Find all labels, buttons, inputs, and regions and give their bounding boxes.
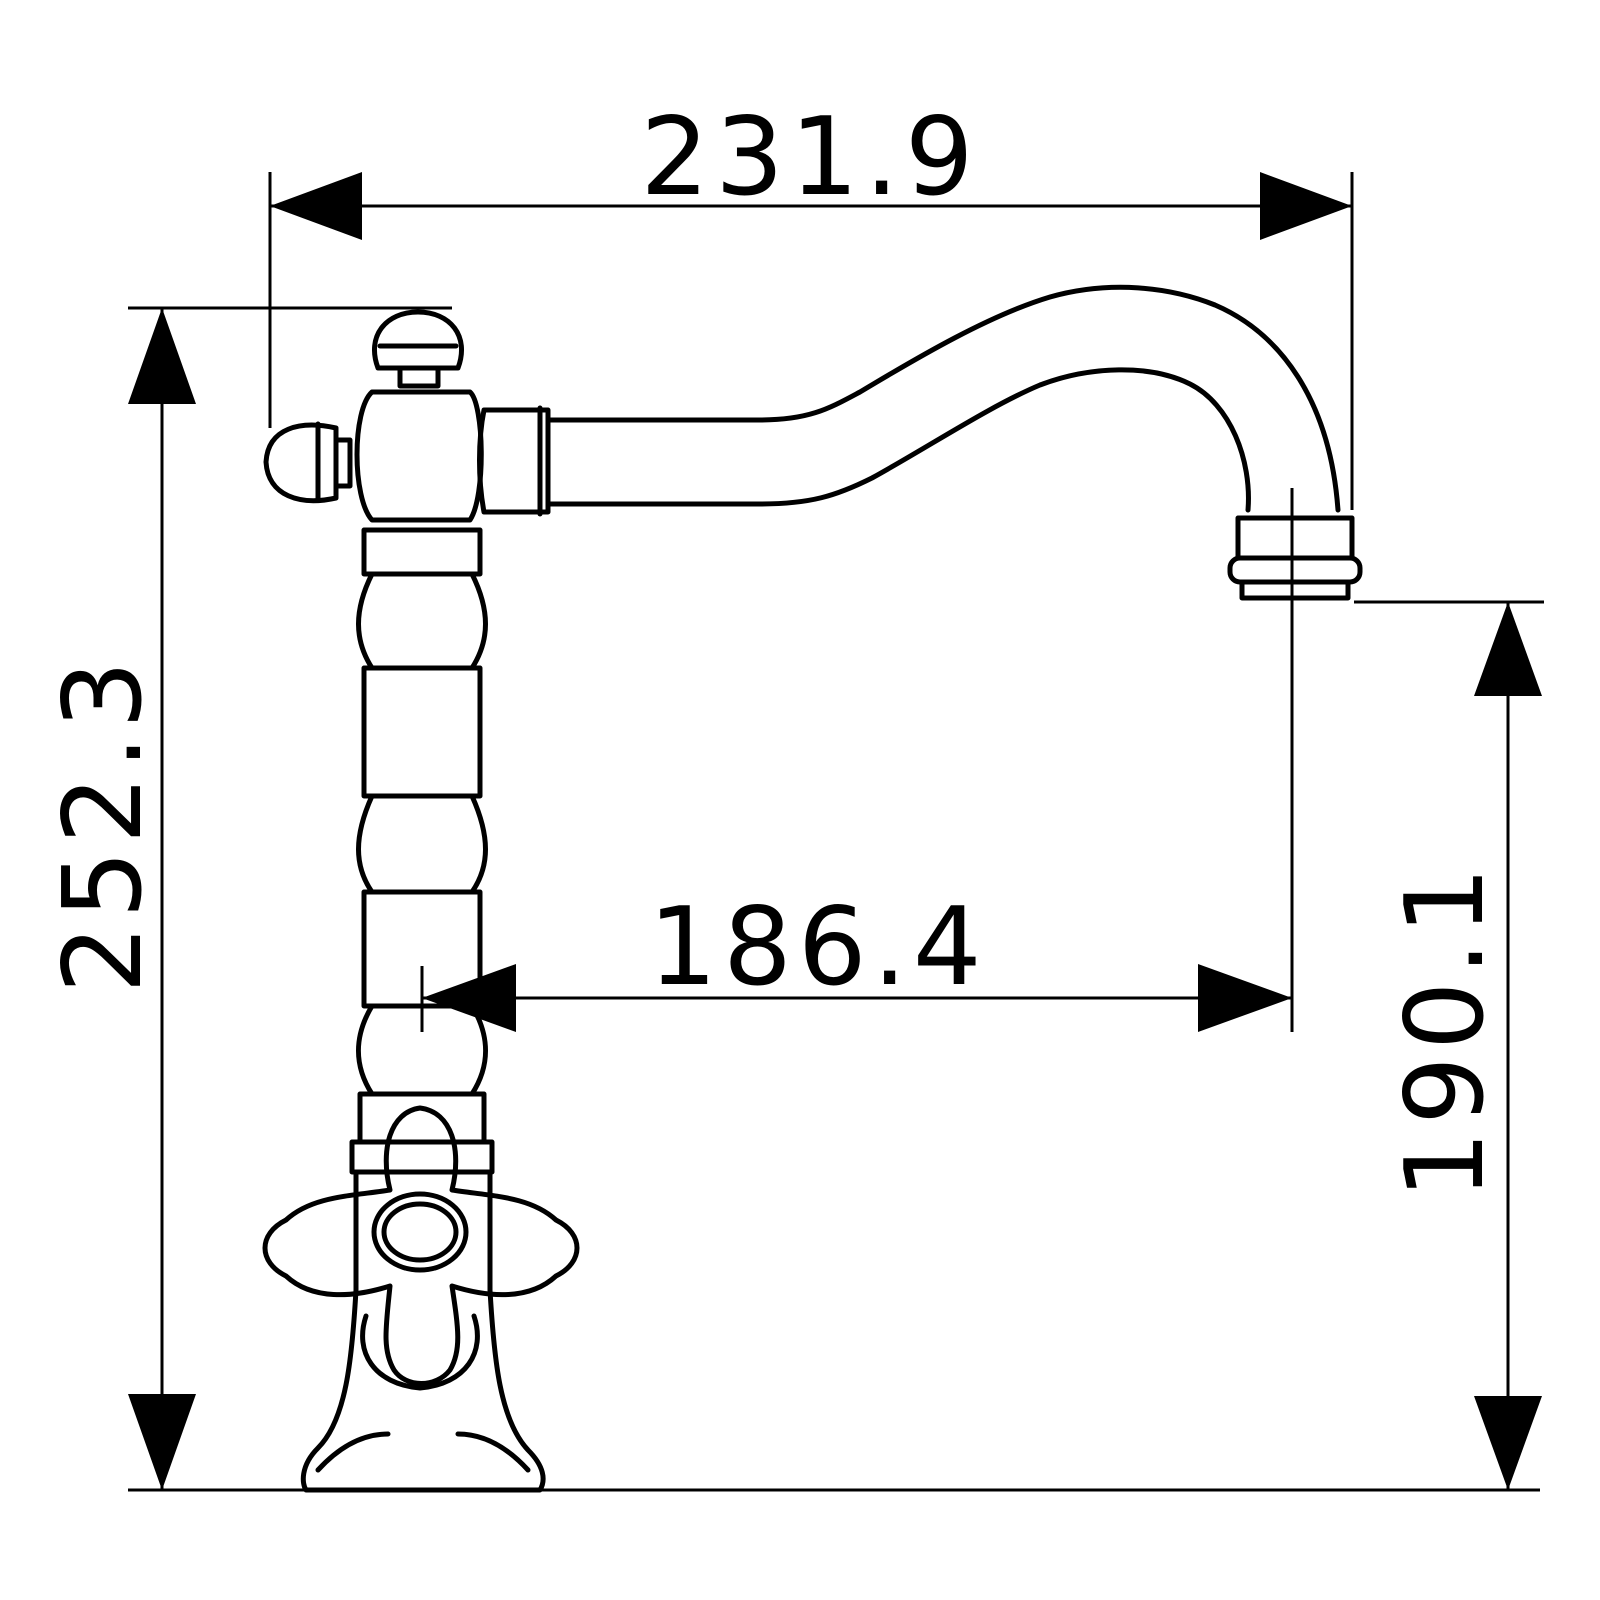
arrow-left [270, 172, 362, 240]
arrow-reach-right [1198, 964, 1292, 1032]
spout-collar [477, 407, 551, 515]
label-overall-height: 252.3 [41, 654, 166, 993]
aerator [1235, 515, 1355, 561]
side-knob [263, 422, 339, 504]
arrow-bottom [128, 1394, 196, 1490]
column-bulge-2 [356, 793, 488, 895]
column-band-1 [361, 665, 483, 799]
dimension-spout-reach: 186.4 [420, 488, 1294, 1032]
valve-housing [354, 389, 484, 523]
dimension-overall-height: 252.3 [41, 306, 1540, 1492]
arrow-spout-bottom [1474, 1396, 1542, 1490]
column-ring-top [361, 527, 483, 577]
faucet-body [262, 284, 1363, 1493]
arrow-spout-top [1474, 602, 1542, 696]
arrow-reach-left [422, 964, 516, 1032]
label-spout-reach: 186.4 [648, 885, 987, 1010]
top-knob [371, 309, 465, 371]
column-bulge-1 [356, 571, 488, 671]
spout-inner-contour [545, 367, 1251, 513]
spout [545, 284, 1341, 513]
faucet-base [300, 1169, 546, 1493]
arrow-right [1260, 172, 1352, 240]
arrow-top [128, 308, 196, 404]
dimension-overall-width: 231.9 [268, 95, 1354, 510]
cross-handle [262, 1105, 580, 1386]
handle-hub [371, 1191, 469, 1273]
dimension-spout-height: 190.1 [1354, 600, 1544, 1490]
label-overall-width: 231.9 [640, 95, 979, 220]
label-spout-height: 190.1 [1383, 860, 1508, 1199]
